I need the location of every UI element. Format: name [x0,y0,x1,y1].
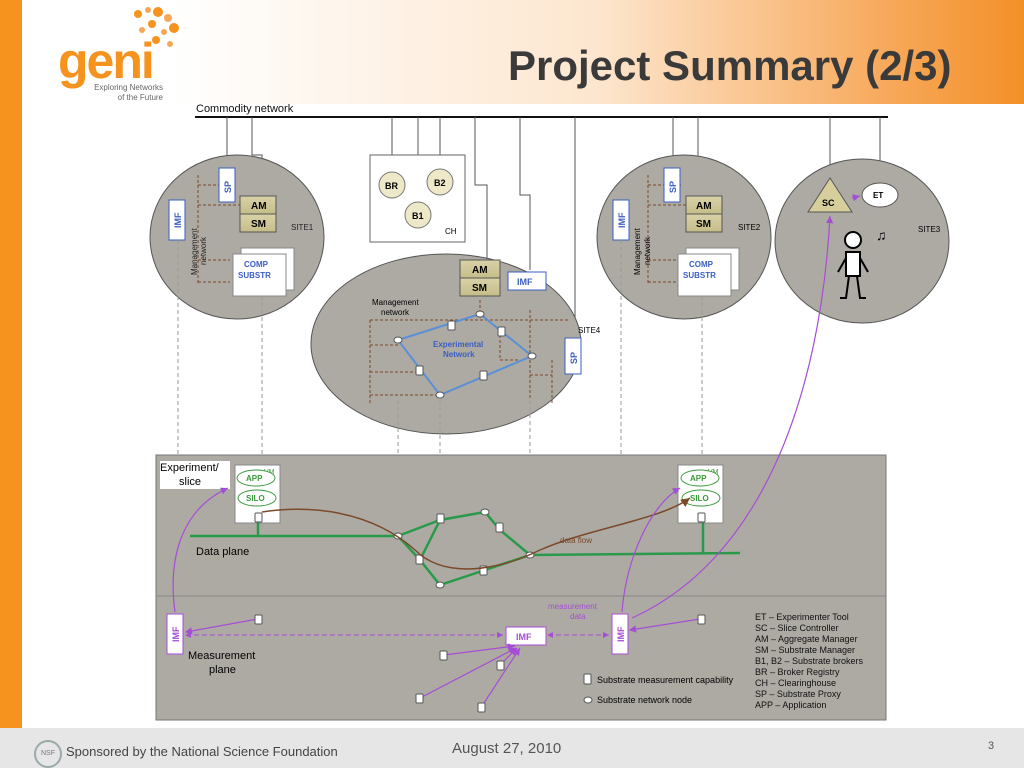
svg-text:IMF: IMF [517,277,533,287]
svg-text:SC: SC [822,198,835,208]
svg-text:Experiment/: Experiment/ [160,462,220,474]
svg-text:SILO: SILO [690,494,709,503]
footer-date: August 27, 2010 [452,740,562,757]
svg-text:APP – Application: APP – Application [755,700,826,710]
experimenter-tool [861,182,899,208]
svg-text:CH: CH [445,227,457,236]
footer-bar [0,728,1024,768]
svg-text:SM: SM [696,219,711,230]
svg-text:plane: plane [209,664,236,676]
svg-text:Network: Network [443,350,475,359]
svg-text:network: network [643,236,652,265]
geni-logo-mark [134,7,179,47]
svg-text:SITE2: SITE2 [738,223,761,232]
svg-text:SP: SP [569,352,579,364]
svg-text:COMP: COMP [689,260,714,269]
slice-controller [807,177,853,213]
svg-text:SITE3: SITE3 [918,225,941,234]
svg-text:SM: SM [472,283,487,294]
central-imf [505,626,547,646]
page-number: 3 [988,740,995,752]
svg-text:SUBSTR: SUBSTR [683,271,716,280]
logo-wordmark: geni [58,33,155,89]
svg-text:AM: AM [251,201,267,212]
left-accent-bar [0,0,22,728]
sponsor-text: Sponsored by the National Science Founda… [66,744,338,759]
commodity-network-label: Commodity network [196,103,294,115]
svg-text:APP: APP [246,474,263,483]
svg-text:♫: ♫ [876,227,887,243]
svg-text:network: network [199,236,208,265]
svg-text:data: data [570,612,586,621]
svg-text:SILO: SILO [246,494,265,503]
svg-text:Management: Management [190,228,199,275]
svg-text:BR – Broker Registry: BR – Broker Registry [755,667,840,677]
svg-text:IMF: IMF [616,626,626,642]
svg-text:SM: SM [251,219,266,230]
title-banner [170,0,1024,104]
svg-text:AM: AM [472,265,488,276]
svg-text:Measurement: Measurement [188,650,255,662]
svg-text:AM: AM [696,201,712,212]
svg-text:data flow: data flow [560,536,592,545]
svg-text:SP: SP [668,181,678,193]
svg-text:ET: ET [873,191,883,200]
svg-text:Substrate measurement capabili: Substrate measurement capability [597,675,734,685]
svg-text:SITE1: SITE1 [291,223,314,232]
svg-text:measurement: measurement [548,602,598,611]
svg-text:SITE4: SITE4 [578,326,601,335]
svg-text:SC – Slice Controller: SC – Slice Controller [755,623,839,633]
experimenter-figure [837,231,869,299]
svg-text:SUBSTR: SUBSTR [238,271,271,280]
svg-text:APP: APP [690,474,707,483]
svg-text:BR: BR [385,181,398,191]
svg-text:slice: slice [179,476,201,488]
svg-text:IMF: IMF [173,212,183,228]
svg-text:IMF: IMF [516,632,532,642]
svg-text:Substrate network node: Substrate network node [597,695,692,705]
svg-text:B1: B1 [412,211,424,221]
svg-text:COMP: COMP [244,260,269,269]
svg-text:Management: Management [372,298,419,307]
svg-text:CH – Clearinghouse: CH – Clearinghouse [755,678,836,688]
svg-text:B2: B2 [434,178,446,188]
svg-text:AM – Aggregate Manager: AM – Aggregate Manager [755,634,858,644]
nsf-logo: NSF [34,740,62,768]
svg-text:Management: Management [633,228,642,275]
svg-text:B1, B2 – Substrate brokers: B1, B2 – Substrate brokers [755,656,864,666]
svg-text:SP: SP [223,181,233,193]
svg-text:IMF: IMF [171,626,181,642]
svg-text:SM – Substrate Manager: SM – Substrate Manager [755,645,855,655]
svg-text:ET – Experimenter Tool: ET – Experimenter Tool [755,612,849,622]
svg-text:SP – Substrate Proxy: SP – Substrate Proxy [755,689,841,699]
svg-text:Experimental: Experimental [433,340,483,349]
svg-text:network: network [381,308,410,317]
page-title: Project Summary (2/3) [508,42,952,89]
svg-text:IMF: IMF [617,212,627,228]
svg-text:Data plane: Data plane [196,546,249,558]
